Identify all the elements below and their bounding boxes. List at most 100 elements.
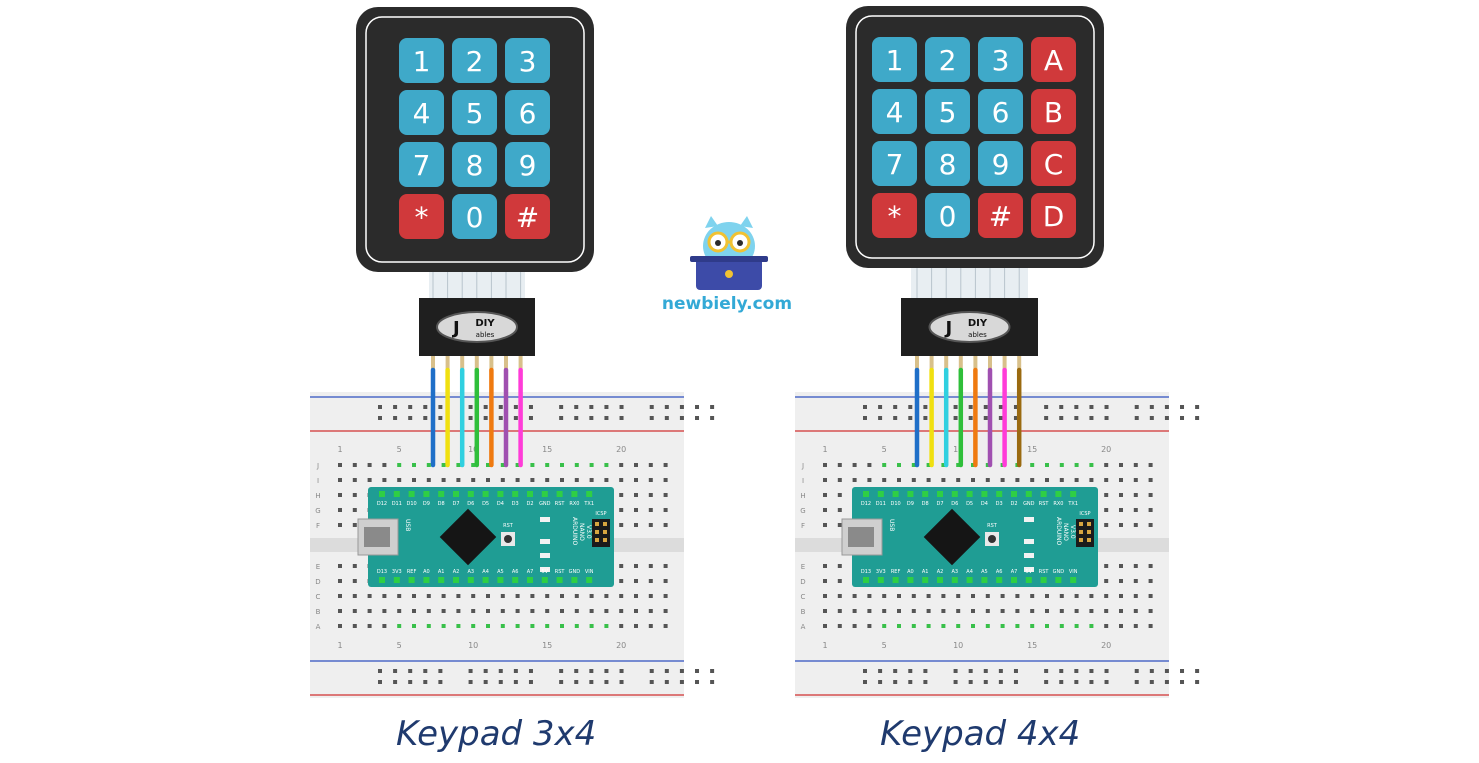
header-pin xyxy=(951,491,958,497)
rail-hole xyxy=(393,669,398,673)
row-letter: I xyxy=(317,477,319,485)
pin-label: RST xyxy=(1039,501,1050,507)
terminal-hole xyxy=(1030,594,1035,598)
terminal-hole xyxy=(837,493,842,497)
rail-hole xyxy=(1195,680,1200,684)
terminal-hole xyxy=(971,478,975,482)
header-pin xyxy=(892,491,899,497)
terminal-hole xyxy=(1000,478,1005,482)
diyables-logo-icon xyxy=(436,311,518,343)
pin-label: A1 xyxy=(922,569,929,575)
terminal-hole xyxy=(1059,463,1064,467)
rail-hole xyxy=(1013,416,1018,420)
header-pin xyxy=(467,491,474,497)
column-number: 15 xyxy=(1027,641,1037,650)
rail-hole xyxy=(893,680,898,684)
rail-hole xyxy=(589,669,594,673)
rail-hole xyxy=(1134,416,1139,420)
pin-label: A4 xyxy=(966,569,973,575)
terminal-hole xyxy=(882,594,887,598)
header-pin xyxy=(1070,577,1077,583)
rail-hole xyxy=(878,416,883,420)
header-pin xyxy=(1040,491,1047,497)
keypad-key-label: * xyxy=(415,201,429,234)
terminal-hole xyxy=(604,478,609,482)
header-pin xyxy=(453,577,459,583)
keypad-key-label: 9 xyxy=(519,149,537,182)
terminal-hole xyxy=(574,594,579,598)
rail-hole xyxy=(393,680,398,684)
rail-hole xyxy=(483,405,488,409)
terminal-hole xyxy=(634,579,638,583)
terminal-hole xyxy=(971,624,975,628)
terminal-hole xyxy=(634,523,638,527)
terminal-hole xyxy=(412,463,416,467)
terminal-hole xyxy=(823,478,827,482)
pin-label: 5V xyxy=(541,569,548,575)
terminal-hole xyxy=(634,508,638,512)
terminal-hole xyxy=(382,463,387,467)
terminal-hole xyxy=(911,463,916,467)
pin-label: A2 xyxy=(453,569,460,575)
header-pin xyxy=(408,577,415,583)
header-pin xyxy=(408,491,415,497)
terminal-hole xyxy=(1133,493,1138,497)
rail-hole xyxy=(953,416,958,420)
keypad-key xyxy=(978,89,1023,134)
terminal-hole xyxy=(823,523,827,527)
pin-label: D10 xyxy=(406,501,416,507)
rail-hole xyxy=(1164,416,1169,420)
terminal-hole xyxy=(837,609,842,613)
terminal-hole xyxy=(500,624,505,628)
keypad-key xyxy=(452,194,497,239)
terminal-hole xyxy=(926,609,931,613)
terminal-hole xyxy=(1000,624,1005,628)
rail-hole xyxy=(423,669,428,673)
terminal-hole xyxy=(604,594,609,598)
terminal-hole xyxy=(530,624,535,628)
terminal-hole xyxy=(619,493,624,497)
keypad-key-label: 9 xyxy=(992,148,1010,181)
pin-label: A4 xyxy=(482,569,489,575)
rail-hole xyxy=(513,680,518,684)
pin-label: D4 xyxy=(497,501,504,507)
keypad-key xyxy=(452,142,497,187)
terminal-hole xyxy=(1119,624,1123,628)
terminal-hole xyxy=(1119,493,1123,497)
keypad-key-label: 4 xyxy=(413,97,431,130)
rail-hole xyxy=(983,405,988,409)
terminal-hole xyxy=(985,594,990,598)
terminal-hole xyxy=(823,463,827,467)
terminal-hole xyxy=(852,594,857,598)
keypad-key-label: 6 xyxy=(519,97,537,130)
rail-hole xyxy=(619,416,624,420)
diyables-logo-mark: J xyxy=(944,318,953,339)
keypad-key xyxy=(978,37,1023,82)
rst-label: RST xyxy=(503,523,514,529)
header-pin xyxy=(1011,491,1017,497)
terminal-hole xyxy=(1089,463,1094,467)
pin-label: RX0 xyxy=(569,501,579,507)
terminal-hole xyxy=(1104,523,1109,527)
terminal-hole xyxy=(589,463,594,467)
diyables-logo-top: DIY xyxy=(475,318,495,329)
terminal-hole xyxy=(352,478,357,482)
keypad-key-label: 5 xyxy=(939,96,957,129)
icsp-label: ICSP xyxy=(1079,511,1090,517)
pin-label: A6 xyxy=(996,569,1003,575)
rail-hole xyxy=(1180,416,1185,420)
terminal-hole xyxy=(426,463,431,467)
rail-hole xyxy=(1180,680,1185,684)
row-letter: B xyxy=(801,608,806,616)
rail-hole xyxy=(695,405,700,409)
terminal-hole xyxy=(456,594,461,598)
pin-label: TX1 xyxy=(583,501,594,507)
terminal-hole xyxy=(352,579,357,583)
rail-hole xyxy=(1104,416,1109,420)
terminal-hole xyxy=(648,463,653,467)
terminal-hole xyxy=(1133,478,1138,482)
rail-hole xyxy=(953,669,958,673)
rail-hole xyxy=(1089,416,1094,420)
terminal-hole xyxy=(941,624,946,628)
rail-hole xyxy=(664,416,669,420)
